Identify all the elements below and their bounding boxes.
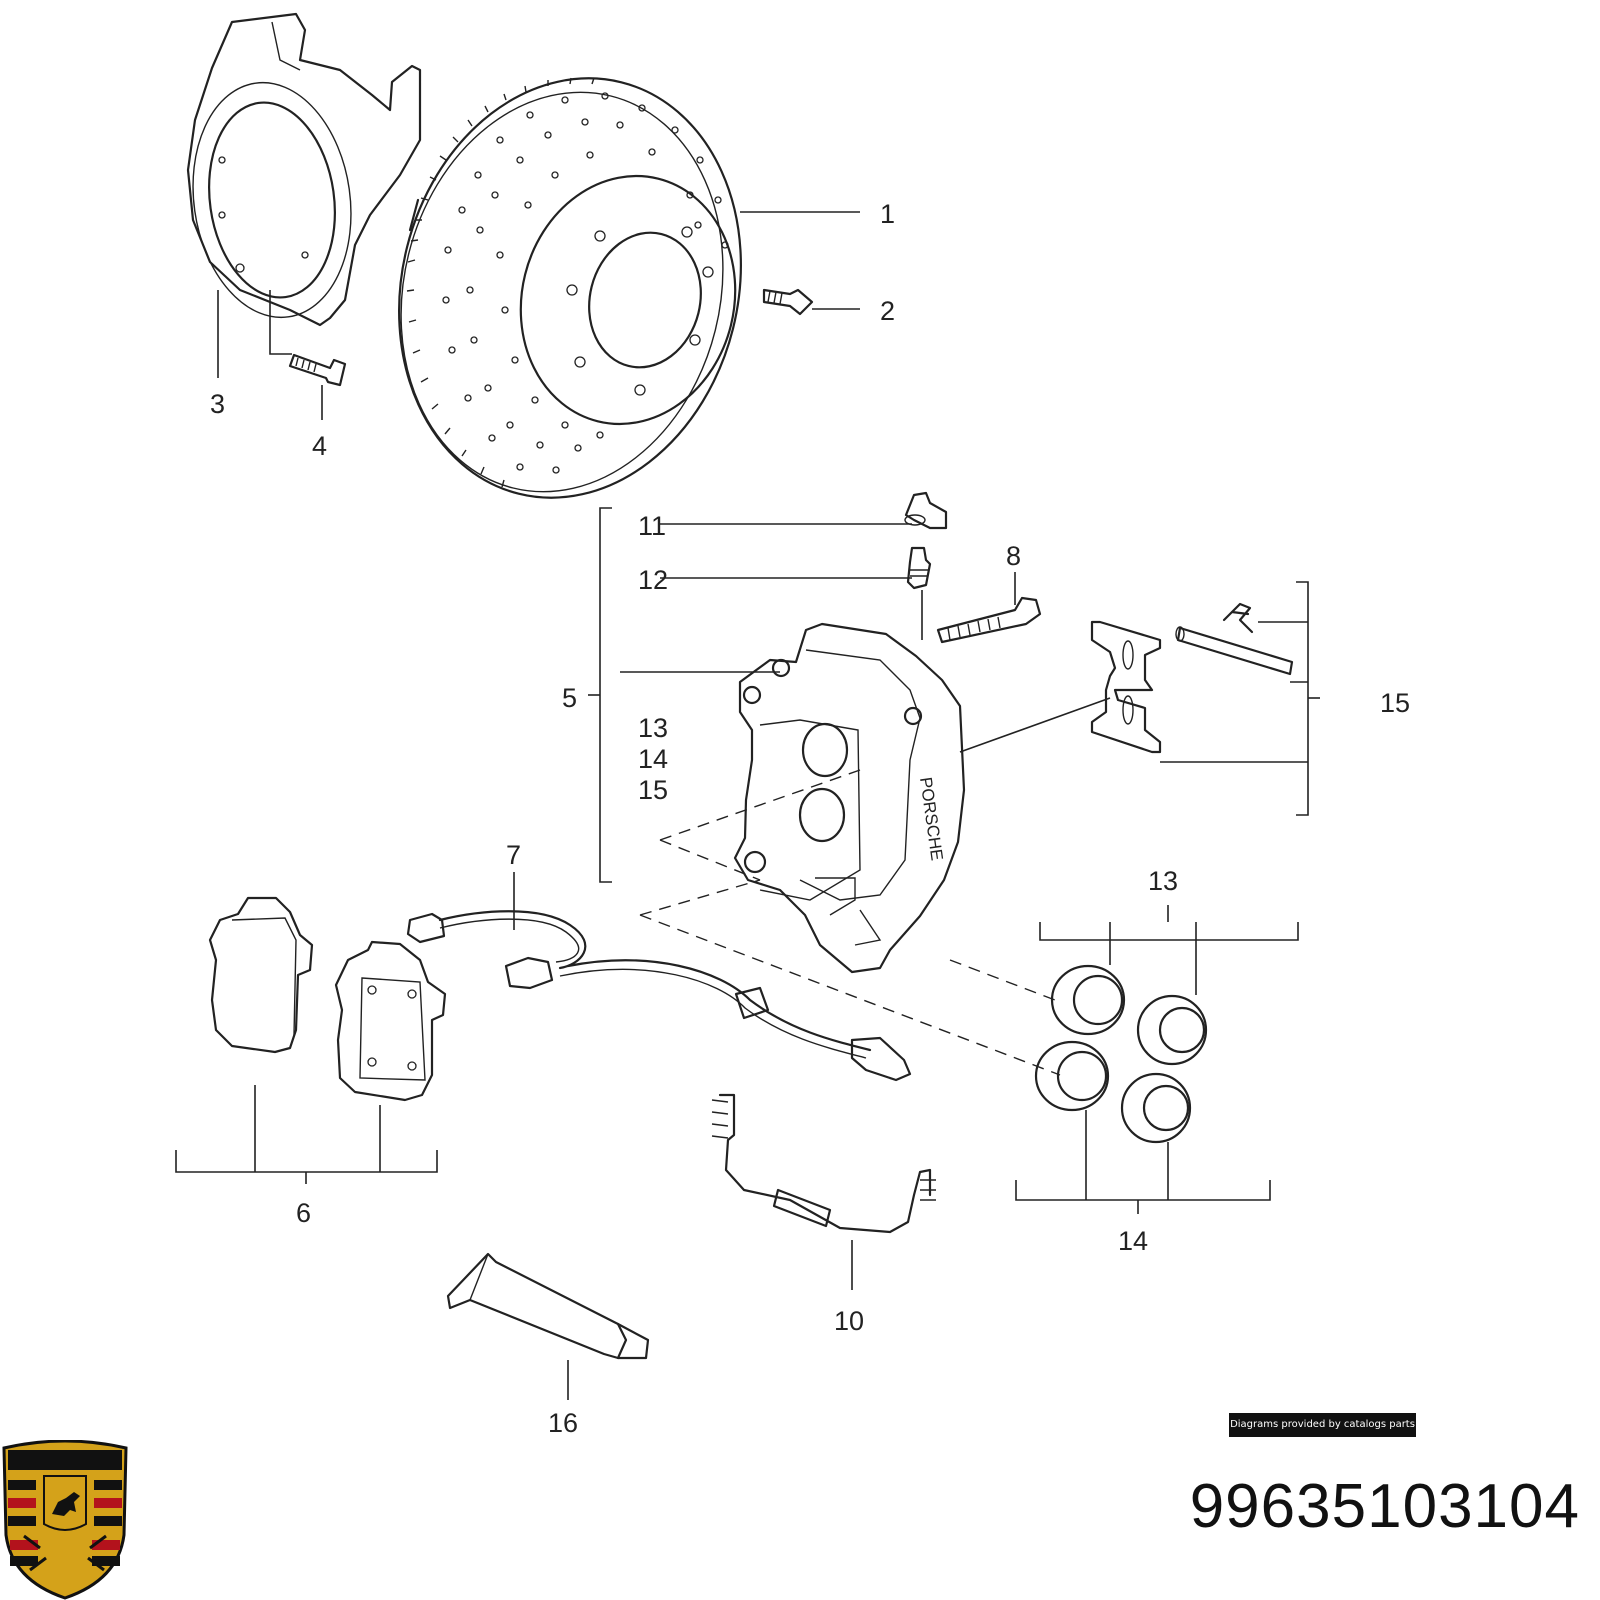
callout-13: 13 (1148, 866, 1178, 896)
shield-bolt (288, 353, 347, 387)
callout-10: 10 (834, 1306, 864, 1336)
bleeder-valve (906, 546, 932, 590)
caliper-bolt (936, 596, 1042, 644)
callout-7: 7 (506, 840, 521, 870)
brake-pad-inner (334, 940, 447, 1102)
callout-5: 5 (562, 683, 577, 713)
callout-12: 12 (638, 565, 668, 595)
leader-lines (175, 211, 1320, 1400)
callout-2: 2 (880, 296, 895, 326)
brake-pad-outer (208, 896, 314, 1054)
callout-16: 16 (548, 1408, 578, 1438)
callout-8: 8 (1006, 541, 1021, 571)
caliper-brand-text: PORSCHE (916, 776, 947, 862)
callout-3: 3 (210, 389, 225, 419)
callout-11: 11 (638, 511, 666, 541)
callout-14: 14 (1118, 1226, 1148, 1256)
wear-sensor (406, 910, 912, 1082)
part-number: 99635103104 (1189, 1472, 1580, 1541)
group-5-item-15: 15 (638, 775, 668, 805)
group-5-item-14: 14 (638, 744, 668, 774)
spreader-spring (1090, 620, 1162, 754)
porsche-crest-logo (2, 1440, 128, 1600)
brake-hose (711, 1093, 936, 1234)
piston-seal-inner (1034, 1040, 1192, 1144)
diagram-credit: Diagrams provided by catalogs parts (1229, 1413, 1416, 1437)
brake-disc (398, 77, 742, 499)
callout-labels: 1 2 3 4 5 6 7 8 10 11 12 13 14 15 16 13 … (210, 199, 1410, 1438)
assembly-lines (639, 769, 1061, 1076)
grease-tube (446, 1252, 650, 1360)
bleeder-cap (904, 491, 948, 530)
disc-screw (762, 288, 814, 316)
callout-4: 4 (312, 431, 327, 461)
group-5-item-13: 13 (638, 713, 668, 743)
splash-shield (186, 12, 422, 327)
piston-seal-outer (1050, 964, 1208, 1066)
retaining-pin (1175, 626, 1294, 676)
callout-15: 15 (1380, 688, 1410, 718)
pin-clip (1222, 602, 1254, 634)
callout-6: 6 (296, 1198, 311, 1228)
brake-caliper: PORSCHE (733, 622, 966, 974)
callout-1: 1 (880, 199, 895, 229)
disc-perforations (442, 92, 729, 474)
